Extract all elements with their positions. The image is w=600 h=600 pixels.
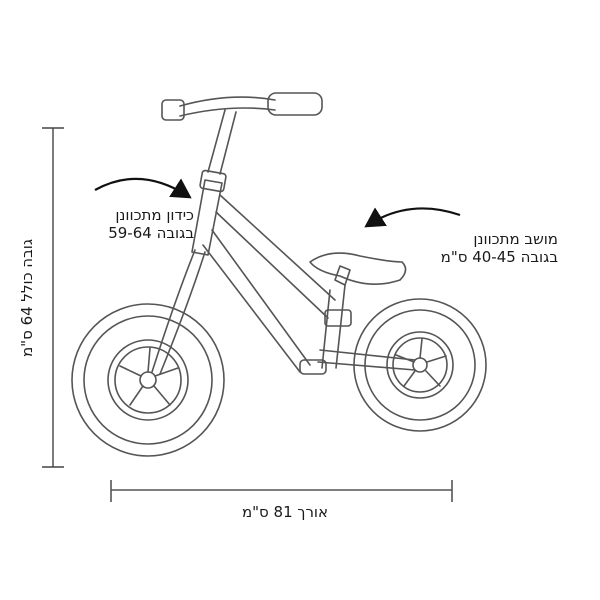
rear-wheel xyxy=(353,298,487,432)
handlebar xyxy=(179,96,276,117)
seat-adjustable-label: מושב מתכוונן בגובה 40-45 ס"מ xyxy=(400,230,558,266)
left-grip xyxy=(161,99,185,121)
head-clamp xyxy=(199,169,227,193)
seat-clamp xyxy=(324,309,352,327)
seat xyxy=(309,252,407,285)
top-tube xyxy=(215,194,336,319)
handlebar-label-line1: כידון מתכוונן xyxy=(115,206,194,224)
handlebar-arrow xyxy=(94,177,192,199)
seat-label-line1: מושב מתכוונן xyxy=(473,230,558,248)
right-grip xyxy=(267,92,323,116)
down-tube xyxy=(202,229,311,373)
seat-post xyxy=(334,265,351,286)
length-label: אורך 81 ס"מ xyxy=(241,503,329,521)
bottom-bracket xyxy=(299,359,327,375)
seat-label-line2: בגובה 40-45 ס"מ xyxy=(440,248,558,266)
front-wheel xyxy=(71,303,225,457)
handlebar-label-line2: בגובה 59-64 xyxy=(108,224,194,242)
handlebar-adjustable-label: כידון מתכוונן בגובה 59-64 xyxy=(64,206,194,242)
handlebar-stem xyxy=(207,109,237,175)
front-fork xyxy=(151,249,206,375)
height-dimension-line xyxy=(42,127,64,468)
chain-stay xyxy=(317,349,416,371)
seat-arrow xyxy=(364,207,461,228)
length-dimension-line xyxy=(110,480,453,502)
total-height-label: גובה כולל 64 ס"מ xyxy=(18,238,36,358)
head-tube xyxy=(191,179,223,256)
